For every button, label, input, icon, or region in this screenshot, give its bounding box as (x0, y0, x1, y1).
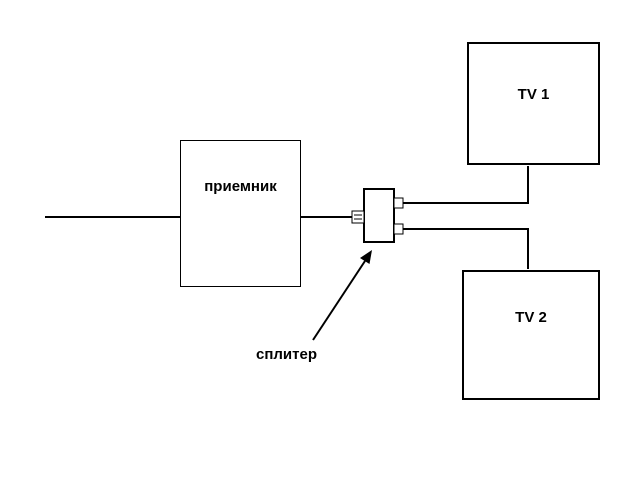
splitter-to-tv1-line (403, 166, 529, 204)
splitter-pointer-arrow (312, 250, 372, 341)
splitter-body (363, 188, 395, 243)
splitter-to-tv2-line (403, 228, 529, 269)
receiver-box: приемник (180, 140, 301, 287)
splitter-input-connector (351, 210, 365, 224)
splitter-label: сплитер (256, 346, 318, 363)
splitter-pointer-arrow-line (312, 260, 366, 341)
splitter-output-port-2 (393, 223, 404, 235)
receiver-label: приемник (204, 178, 277, 195)
tv1-box: TV 1 (467, 42, 600, 165)
tv1-label: TV 1 (517, 86, 550, 103)
splitter-pointer-arrowhead (360, 250, 372, 264)
splitter-output-port-1 (393, 197, 404, 209)
tv2-label: TV 2 (515, 309, 547, 326)
tv2-box: TV 2 (462, 270, 600, 400)
splitter-device (351, 188, 404, 243)
